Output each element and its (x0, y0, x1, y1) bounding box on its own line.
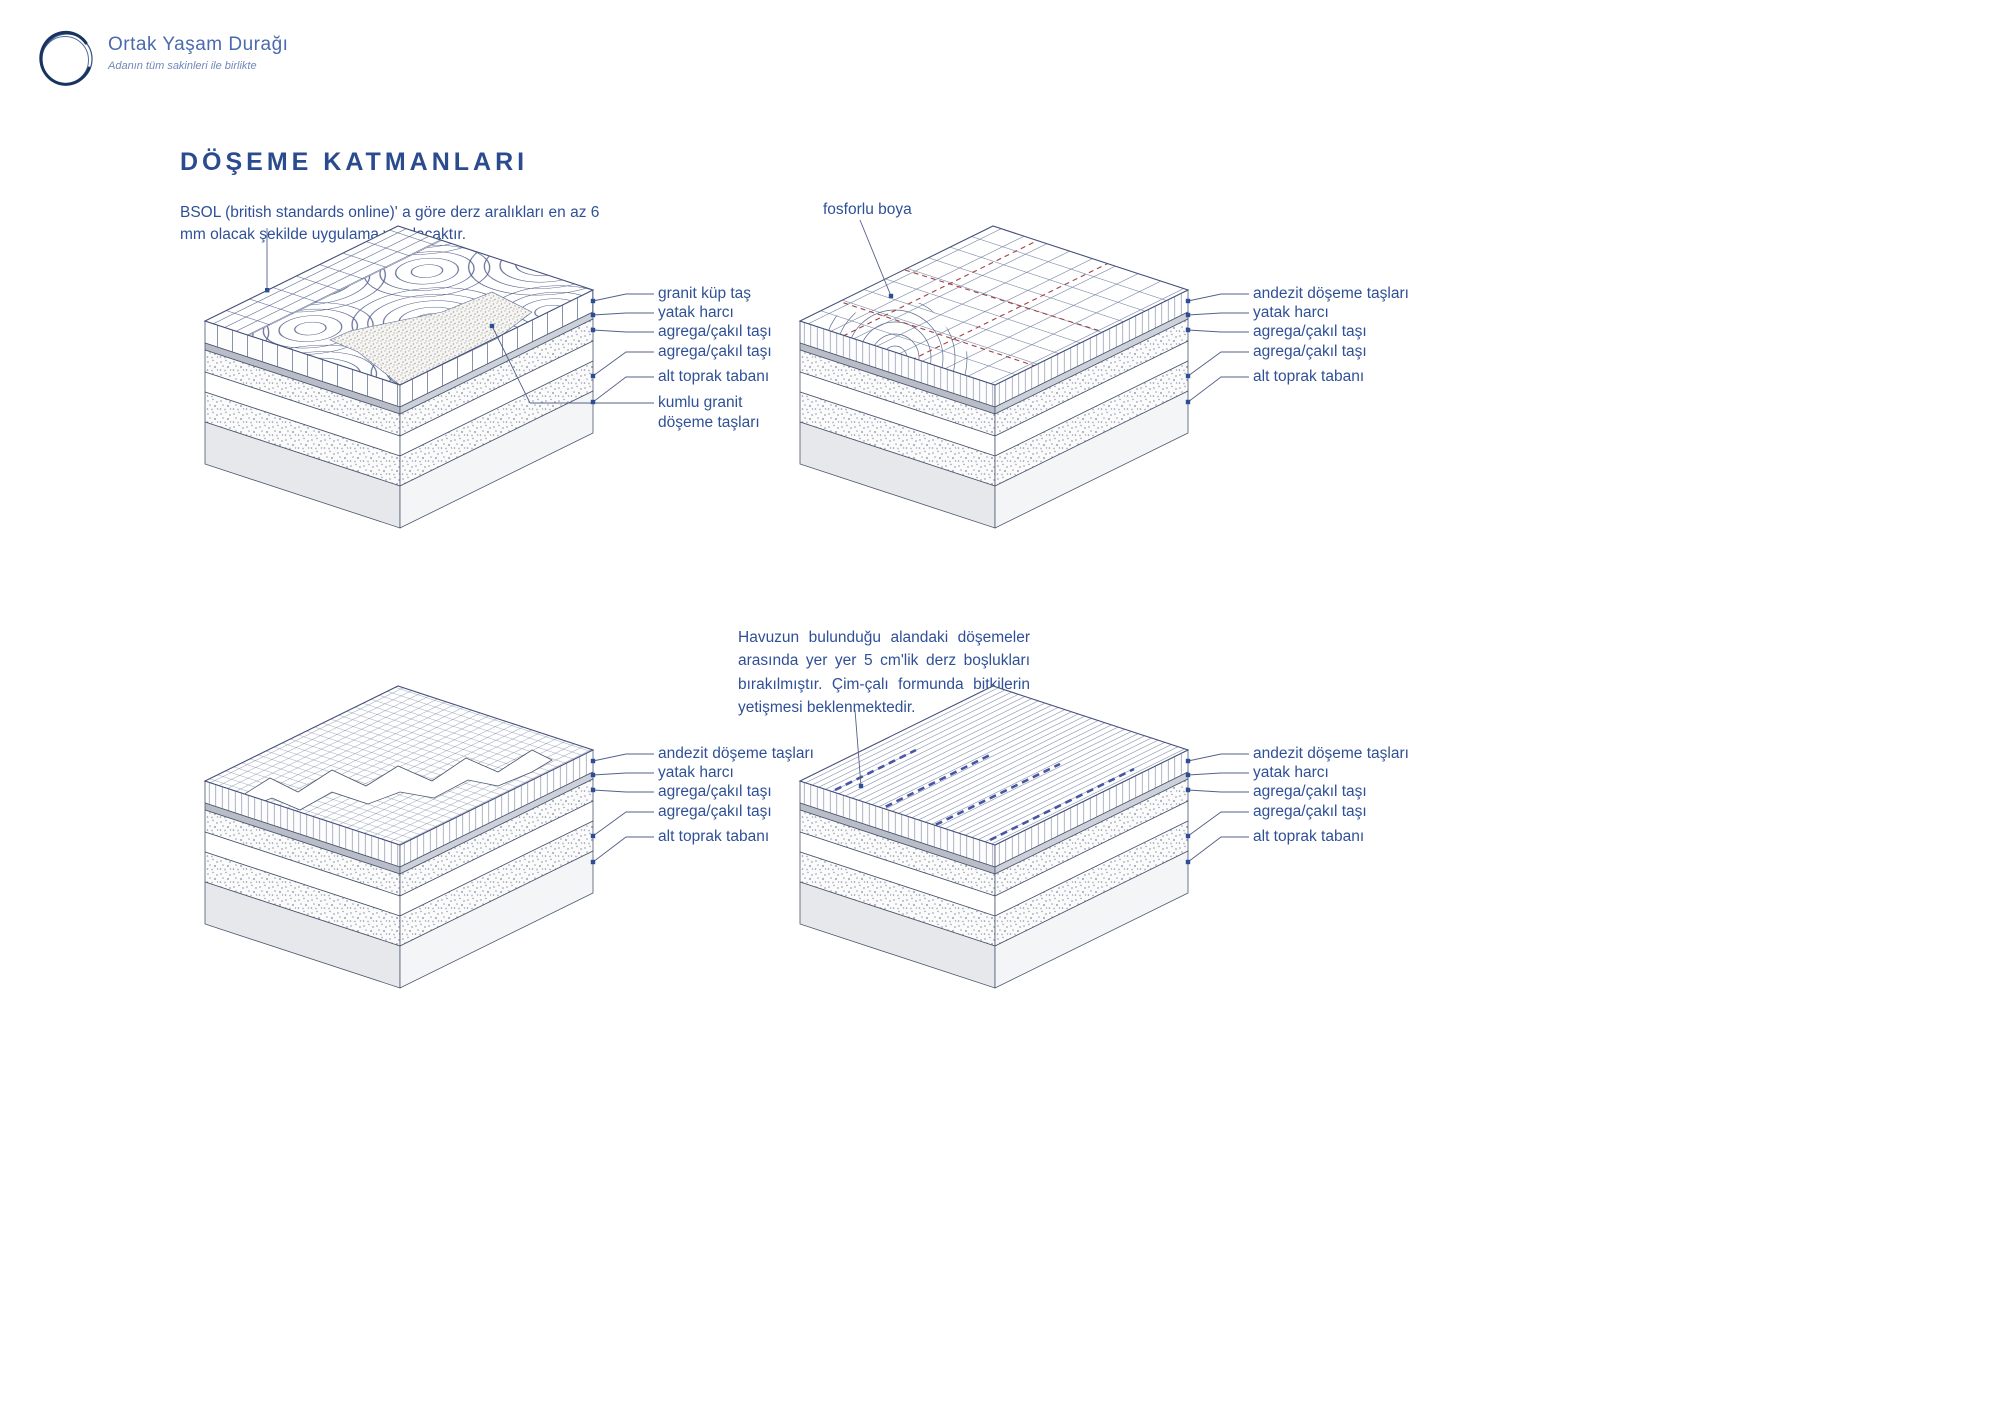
sandy-granite-area (329, 291, 533, 386)
layer-label: alt toprak tabanı (1253, 368, 1365, 385)
brand-name: Ortak Yaşam Durağı (108, 34, 289, 55)
layer-label: yatak harcı (1253, 764, 1329, 781)
brand: Ortak Yaşam Durağı Adanın tüm sakinleri … (34, 26, 288, 90)
layer-stack (204, 289, 594, 529)
layer-label: agrega/çakıl taşı (658, 803, 772, 820)
leader-markers (888, 293, 1191, 405)
leader-lines (854, 709, 1249, 863)
layer-label: granit küp taş (658, 285, 752, 302)
layer-label: agrega/çakıl taşı (1253, 783, 1367, 800)
annotation-havuz-derz: Havuzun bulunduğu alandaki döşemeler ara… (738, 629, 1030, 716)
top-face (798, 685, 1190, 846)
layer-label: agrega/çakıl taşı (1253, 803, 1367, 820)
layer-label: alt toprak tabanı (658, 368, 770, 385)
layer-label: agrega/çakıl taşı (658, 323, 772, 340)
layer-stack (799, 289, 1189, 529)
layer-label: agrega/çakıl taşı (658, 343, 772, 360)
brand-logo-icon (39, 30, 93, 86)
leader-markers (590, 758, 596, 865)
diagram-andezit: andezit döşeme taşları yatak harcı agreg… (180, 650, 820, 1002)
leader-markers (265, 288, 596, 405)
layer-label: alt toprak tabanı (1253, 828, 1365, 845)
leader-lines (266, 228, 654, 404)
phosphor-paint-lines (834, 226, 1188, 385)
layer-label: andezit döşeme taşları (658, 745, 814, 762)
jagged-transition (234, 749, 553, 811)
layer-block-svg (798, 219, 1249, 529)
layer-label: alt toprak tabanı (658, 828, 770, 845)
layer-label: agrega/çakıl taşı (1253, 343, 1367, 360)
layer-stack (799, 749, 1189, 989)
layer-block-svg (798, 685, 1249, 989)
layer-label: yatak harcı (658, 764, 734, 781)
layer-label: yatak harcı (658, 304, 734, 321)
diagram-fosforlu-andezit: andezit döşeme taşları yatak harcı agreg… (775, 190, 1415, 542)
leader-lines (592, 753, 654, 863)
layer-label: agrega/çakıl taşı (1253, 323, 1367, 340)
layer-block-svg (203, 685, 654, 989)
page-title: DÖŞEME KATMANLARI (180, 148, 529, 176)
layer-label: agrega/çakıl taşı (658, 783, 772, 800)
layer-stack (204, 749, 594, 989)
diagram-havuz-cevresi: andezit döşeme taşları yatak harcı agreg… (775, 650, 1415, 1002)
top-face (203, 685, 595, 846)
layer-block-svg (203, 225, 654, 529)
layer-label: andezit döşeme taşları (1253, 285, 1409, 302)
top-face (203, 225, 595, 386)
layer-label: andezit döşeme taşları (1253, 745, 1409, 762)
leader-markers (858, 758, 1191, 865)
leader-lines (859, 219, 1249, 403)
layer-label: yatak harcı (1253, 304, 1329, 321)
annotation-fosforlu-boya: fosforlu boya (823, 201, 912, 218)
layer-label: kumlu granit döşeme taşları (658, 394, 760, 431)
brand-tagline: Adanın tüm sakinleri ile birlikte (108, 60, 257, 72)
diagram-granit-kup-tas: granit küp taş yatak harcı agrega/çakıl … (180, 190, 820, 542)
